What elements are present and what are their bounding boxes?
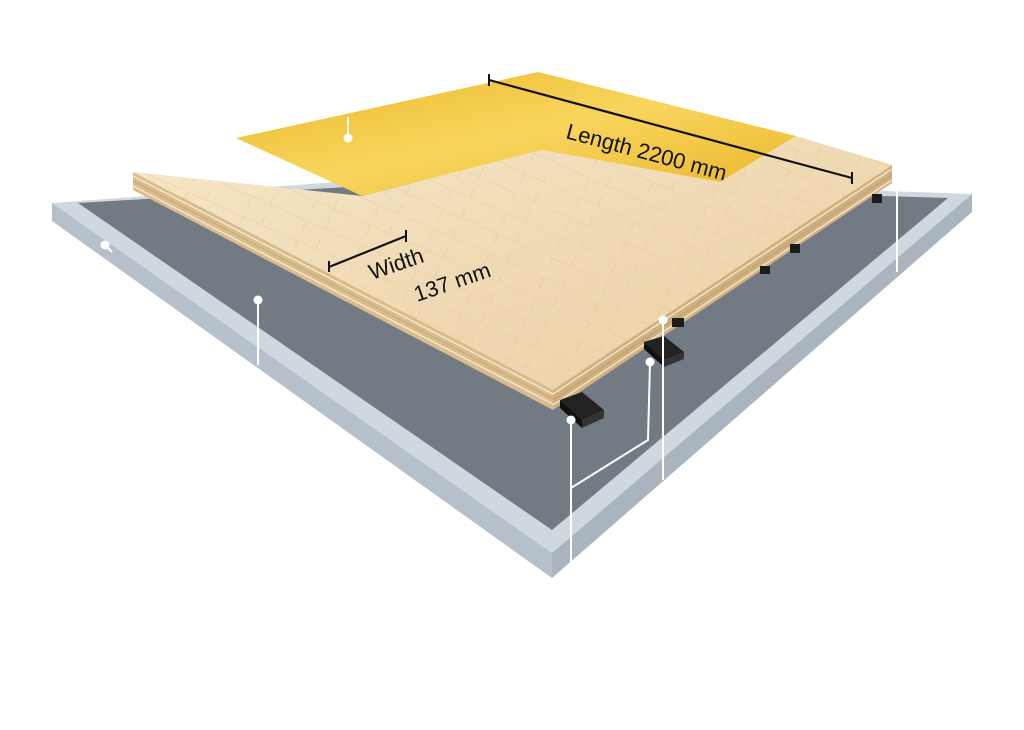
leader-membrane bbox=[343, 117, 353, 143]
sleeper-peek-3 bbox=[790, 244, 800, 253]
leader-base bbox=[253, 295, 263, 365]
width-dimension-line bbox=[328, 234, 407, 269]
sleeper-peek-2 bbox=[760, 266, 770, 274]
leader-frame bbox=[100, 240, 113, 253]
leader-sleeper-front-dot bbox=[566, 415, 576, 425]
length-dimension-line bbox=[488, 78, 853, 180]
sleepers bbox=[560, 194, 882, 428]
leader-lines bbox=[100, 117, 902, 570]
sleeper-front bbox=[560, 392, 604, 428]
leader-wood-layers bbox=[658, 315, 668, 480]
sleeper-peek-1 bbox=[672, 318, 684, 327]
membrane-layer bbox=[236, 72, 796, 196]
leader-right-edge bbox=[892, 182, 902, 272]
leader-sleeper-mid-dot bbox=[645, 357, 655, 367]
wood-top-surface bbox=[133, 136, 892, 390]
wood-stack-edges bbox=[132, 165, 893, 410]
sleeper-peek-4 bbox=[872, 194, 882, 203]
frame-front-right bbox=[552, 194, 972, 578]
leader-sleepers bbox=[570, 361, 651, 570]
wood-left-edge bbox=[133, 172, 553, 410]
frame-front-left bbox=[52, 203, 552, 578]
